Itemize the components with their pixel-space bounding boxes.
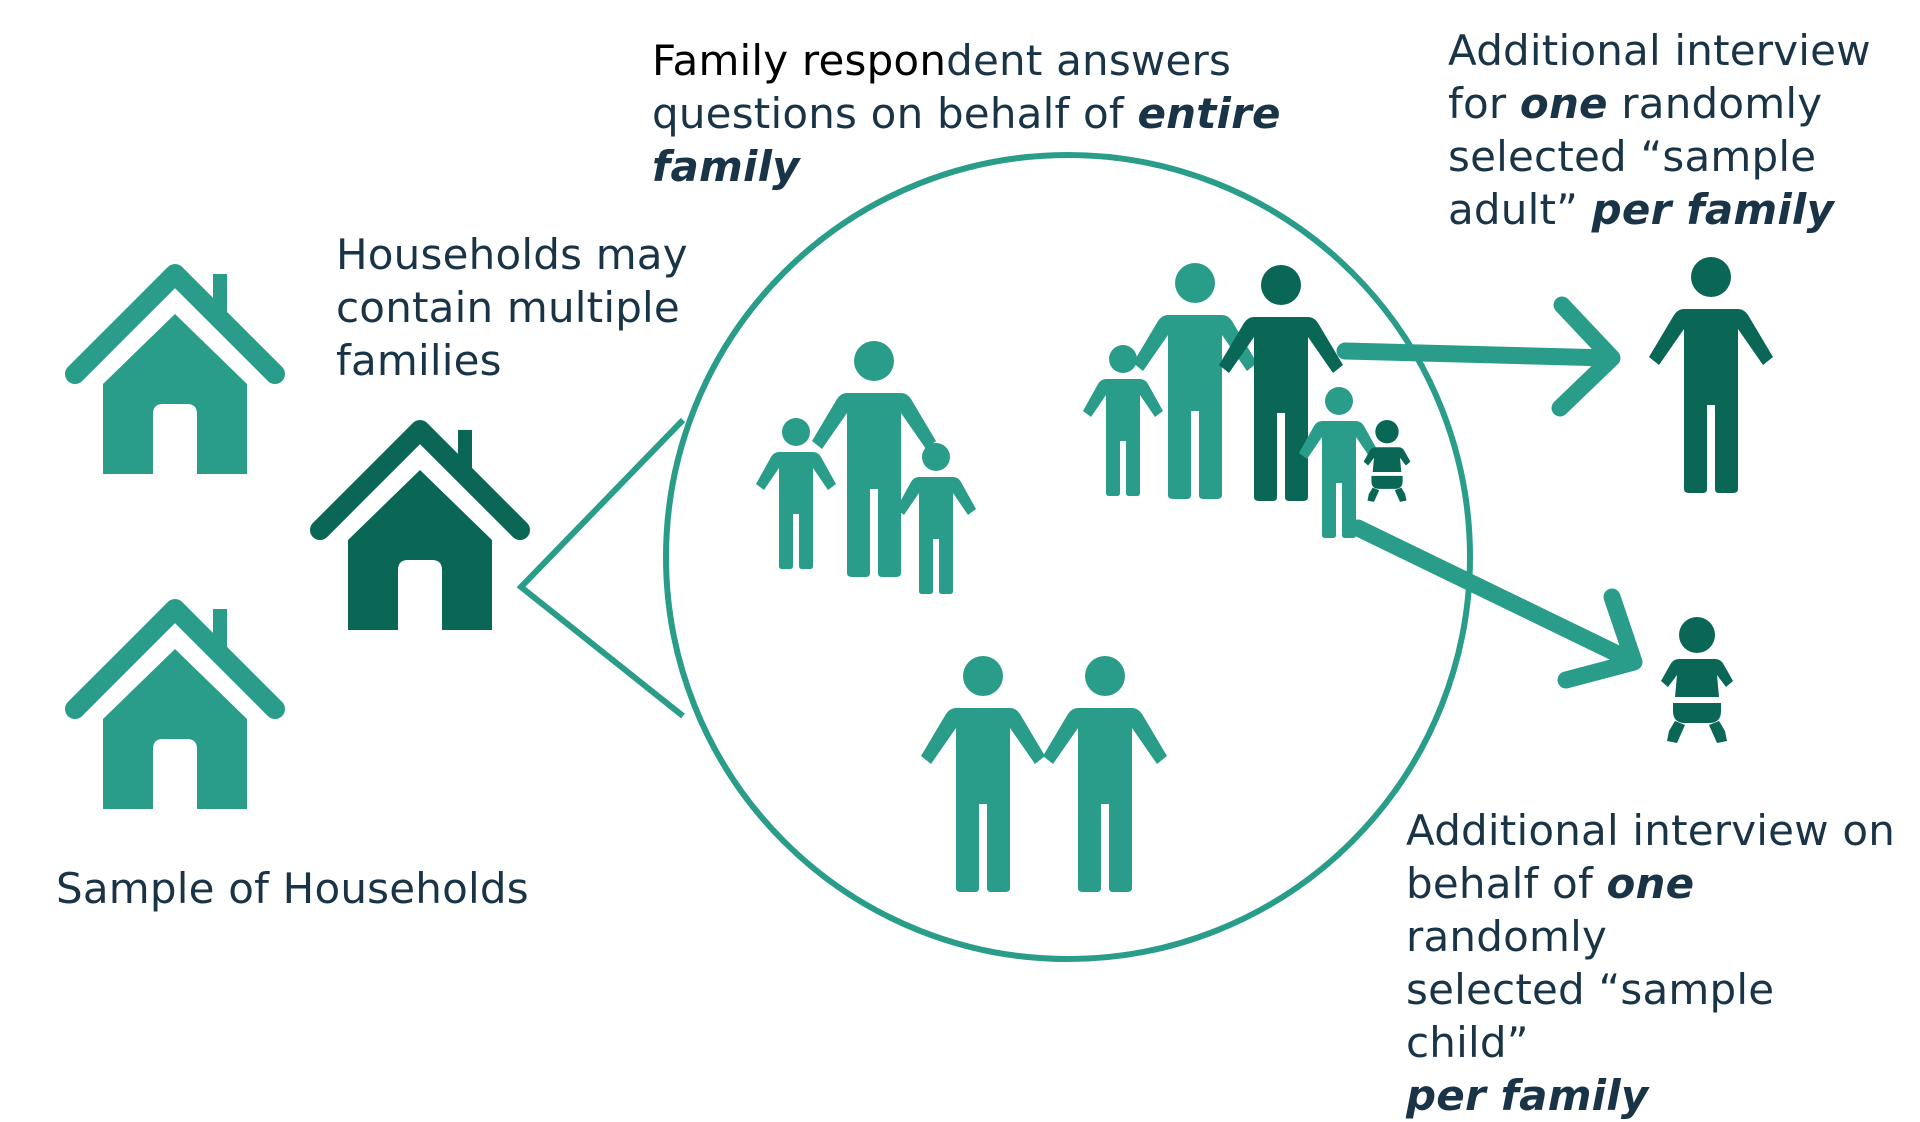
zoom-callout: [516, 417, 686, 719]
label-line: selected “sample: [1448, 132, 1817, 181]
sample-adult-icon: [1649, 257, 1773, 493]
sample-child-label: Additional interview on behalf of one ra…: [1406, 804, 1906, 1122]
house-icon: [75, 274, 275, 474]
households-multiple-families-label: Households may contain multiple families: [336, 228, 716, 387]
label-line: adult” per family: [1448, 183, 1908, 236]
label-line: Family respondent answers: [652, 34, 1412, 87]
house-icon: [75, 609, 275, 809]
label-segment: Family respon: [652, 36, 947, 85]
label-line: Additional interview: [1448, 26, 1871, 75]
family-respondent-label: Family respondent answers questions on b…: [652, 34, 1412, 193]
emphasis-text: one: [1519, 79, 1608, 128]
label-line: Additional interview on: [1406, 806, 1896, 855]
label-segment: randomly: [1607, 79, 1823, 128]
label-segment: adult”: [1448, 185, 1592, 234]
label-segment: dent answers: [946, 36, 1232, 85]
sample-adult-label: Additional interview for one randomly se…: [1448, 24, 1908, 236]
label-line: contain multiple: [336, 283, 680, 332]
label-line: per family: [1406, 1069, 1906, 1122]
emphasis-text: one: [1606, 859, 1695, 908]
arrow-icon: [1349, 519, 1643, 689]
emphasis-text: per family: [1591, 185, 1835, 234]
sample-child-icon: [1661, 617, 1733, 743]
label-segment: questions on behalf of: [652, 89, 1138, 138]
label-segment: randomly: [1406, 912, 1608, 961]
label-line: for one randomly: [1448, 77, 1908, 130]
label-line: Households may: [336, 230, 688, 279]
label-line: questions on behalf of entire family: [652, 87, 1412, 193]
sample-of-households-label: Sample of Households: [56, 864, 529, 913]
emphasis-text: entire family: [652, 89, 1281, 191]
label-line: behalf of one randomly: [1406, 857, 1906, 963]
emphasis-text: per family: [1406, 1071, 1649, 1120]
label-line: families: [336, 336, 502, 385]
label-line: selected “sample child”: [1406, 965, 1775, 1067]
diagram-canvas: [0, 152, 1773, 962]
label-segment: for: [1448, 79, 1520, 128]
label-segment: behalf of: [1406, 859, 1607, 908]
arrow-icon: [1336, 296, 1621, 417]
house-icon-selected: [320, 430, 520, 630]
